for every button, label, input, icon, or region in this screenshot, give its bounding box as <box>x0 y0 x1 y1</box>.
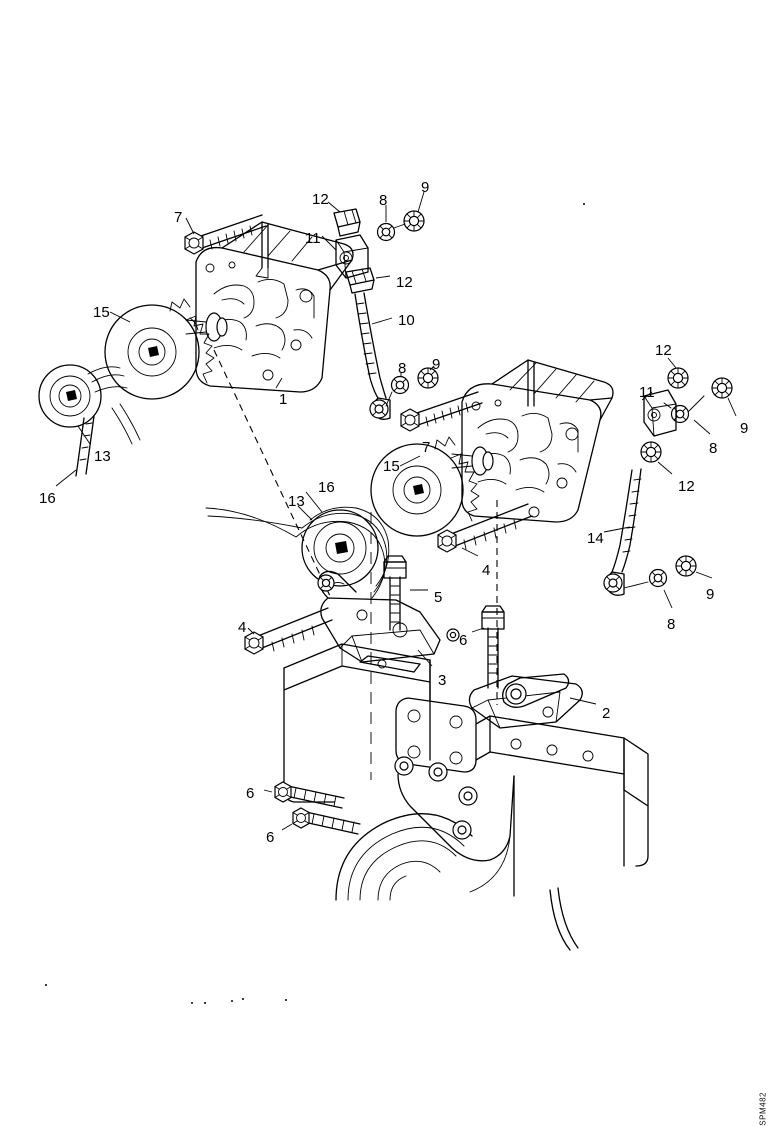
callout-12-second: 12 <box>396 274 413 291</box>
leader-6-vertical <box>471 627 485 633</box>
cap-screw-6-lower-b <box>281 807 361 835</box>
leader-11-right <box>641 391 653 401</box>
leader-15-right <box>399 455 421 467</box>
sheet-code: SPM482 <box>759 1092 768 1126</box>
callout-8-right: 8 <box>709 440 718 457</box>
callout-2: 2 <box>602 705 611 722</box>
cap-screw-7-right <box>400 391 483 432</box>
idler-pulley-middle <box>205 491 390 599</box>
callout-13-middle: 13 <box>288 493 305 510</box>
callout-4-right: 4 <box>482 562 491 579</box>
callout-6-lower-b: 6 <box>266 829 275 846</box>
leader-4-left <box>247 627 255 635</box>
cap-screw-7-left <box>184 214 267 255</box>
leader-8-lower <box>663 589 673 609</box>
nut-12-second <box>345 267 391 294</box>
leader-12-right-top <box>667 357 677 369</box>
callout-6-lower-a: 6 <box>246 785 255 802</box>
callout-9-top: 9 <box>421 179 430 196</box>
callout-7-right: 7 <box>422 439 431 456</box>
cap-screw-4-right <box>437 503 533 557</box>
leader-9-right <box>727 397 737 417</box>
leader-16-left <box>55 469 77 487</box>
cap-screw-4-left <box>244 607 333 655</box>
pulley-group-right <box>370 436 480 537</box>
callout-12-right-bot: 12 <box>678 478 695 495</box>
adjusting-rod-10 <box>354 292 393 420</box>
cap-screw-6-lower-a <box>263 781 345 809</box>
hardware-cluster-top <box>376 191 425 242</box>
callout-9-right: 9 <box>740 420 749 437</box>
hardware-cluster-right <box>640 357 737 475</box>
callout-11-left: 11 <box>305 230 321 247</box>
leader-9-mid <box>429 365 435 371</box>
mounting-bracket-3 <box>317 570 441 667</box>
alternator-right-body <box>451 359 614 523</box>
nut-12-top <box>327 201 361 237</box>
leader-12-second <box>375 275 391 279</box>
leader-15-left <box>109 311 131 323</box>
callout-11-right: 11 <box>639 384 655 401</box>
callout-3: 3 <box>438 672 447 689</box>
leader-13-middle <box>297 505 313 521</box>
callout-10: 10 <box>398 312 415 329</box>
callout-8-top: 8 <box>379 192 388 209</box>
leader-13-left <box>77 425 91 445</box>
leader-6-lower-b <box>281 823 293 831</box>
mounting-bracket-2 <box>468 673 597 729</box>
callout-14: 14 <box>587 530 604 547</box>
callout-5: 5 <box>434 589 443 606</box>
parts-diagram-sheet: .ln { fill:none; stroke:#000; stroke-wid… <box>38 179 768 1126</box>
leader-14 <box>603 526 631 533</box>
leader-1 <box>275 377 283 389</box>
callout-9-mid: 9 <box>432 356 441 373</box>
cap-screw-6-vertical <box>446 605 505 689</box>
callout-16-left: 16 <box>39 490 56 507</box>
hardware-cluster-lower-right <box>623 555 713 609</box>
leader-12-right-bot <box>657 461 673 475</box>
alternator-left-body <box>185 221 354 393</box>
callout-8-lower: 8 <box>667 616 676 633</box>
callout-12-top: 12 <box>312 191 329 208</box>
leader-9-top <box>417 191 425 213</box>
leader-8-right <box>693 419 711 435</box>
callout-7-left: 7 <box>174 209 183 226</box>
leader-9-lower <box>695 571 713 579</box>
leader-10 <box>371 317 393 325</box>
leader-2 <box>569 697 597 705</box>
callout-15-left: 15 <box>93 304 110 321</box>
leader-16-middle <box>305 491 323 513</box>
engine-block <box>283 643 649 951</box>
callout-16-middle: 16 <box>318 479 335 496</box>
callout-8-mid: 8 <box>398 360 407 377</box>
technical-drawing: .ln { fill:none; stroke:#000; stroke-wid… <box>38 191 737 1004</box>
callout-13-left: 13 <box>94 448 111 465</box>
pivot-block-11-left <box>321 234 369 279</box>
callout-6-vertical: 6 <box>459 632 468 649</box>
leader-11-left <box>321 235 337 251</box>
leader-4-right <box>461 547 479 557</box>
callout-4-left: 4 <box>238 619 247 636</box>
callout-12-right-top: 12 <box>655 342 672 359</box>
callout-15-right: 15 <box>383 458 400 475</box>
hardware-cluster-mid <box>385 365 439 407</box>
leader-7-left <box>185 217 195 235</box>
assembly-line-left <box>213 349 331 597</box>
leader-6-lower-a <box>263 789 273 793</box>
adjusting-link-14 <box>603 468 642 596</box>
leader-12-top <box>327 201 341 213</box>
pulley-group-left <box>38 298 215 487</box>
cap-screw-5 <box>383 555 428 631</box>
callout-1-left: 1 <box>279 391 288 408</box>
callout-9-lower: 9 <box>706 586 715 603</box>
